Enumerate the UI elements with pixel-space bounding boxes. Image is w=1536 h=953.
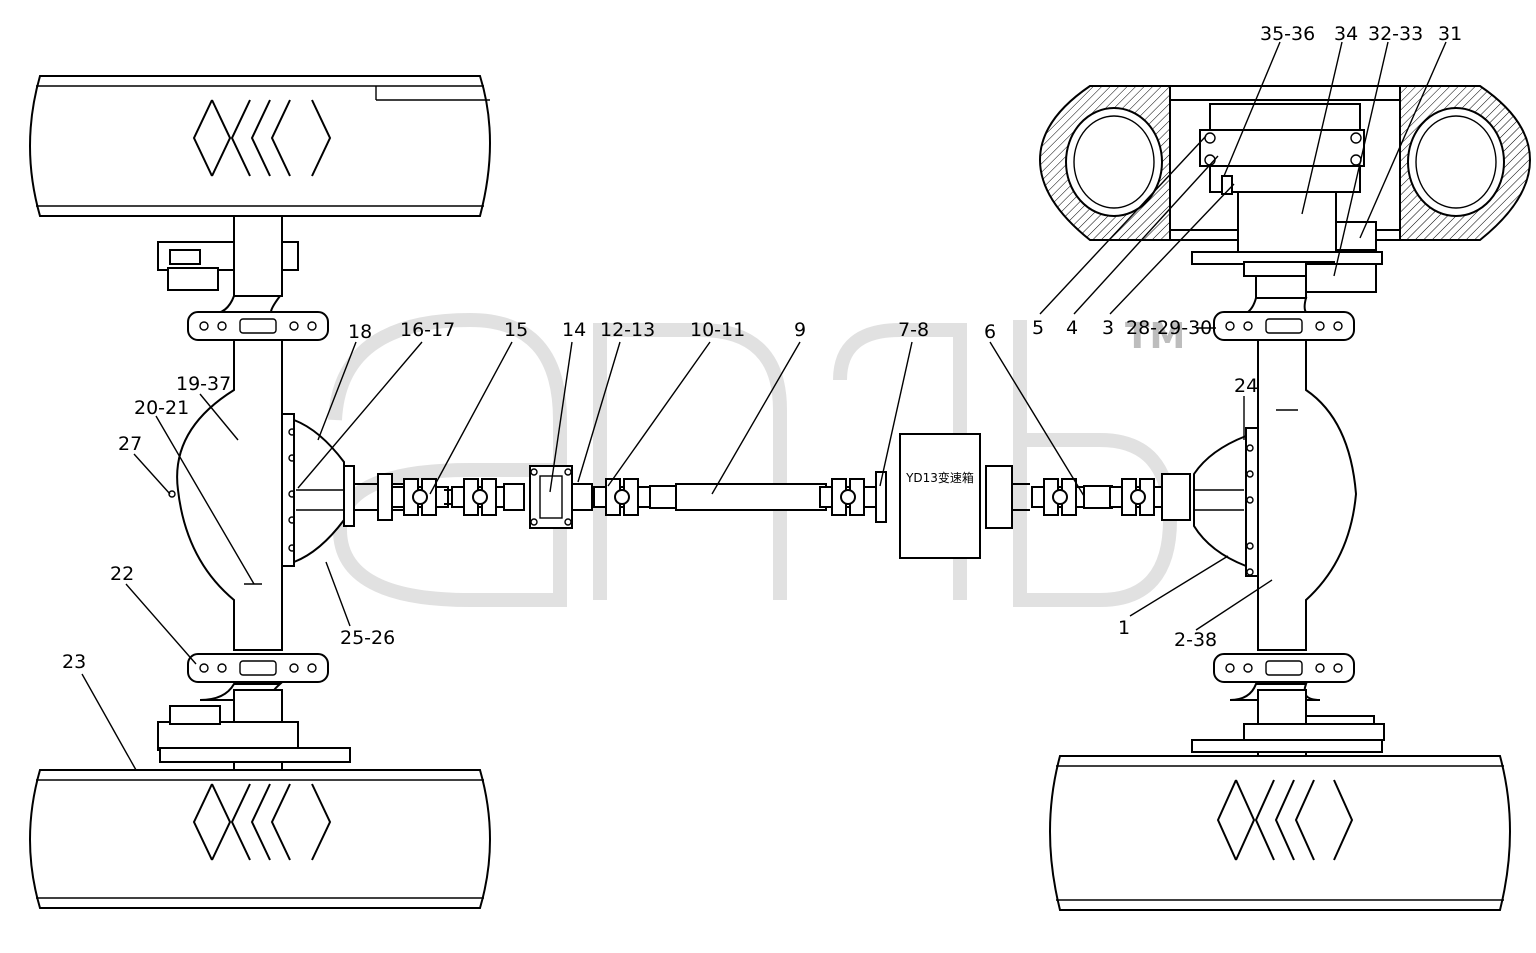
callout-4: 4 — [1066, 317, 1078, 339]
tire-bottom-left — [29, 769, 491, 909]
axle-housing-right — [1193, 297, 1358, 701]
callout-16-17: 16-17 — [400, 319, 455, 341]
watermark-mark: TM — [1125, 316, 1185, 357]
callout-15: 15 — [504, 319, 528, 341]
tire-top-left — [29, 75, 491, 217]
callout-34: 34 — [1334, 23, 1358, 45]
hub-top-left — [157, 215, 299, 297]
callout-35-36: 35-36 — [1260, 23, 1315, 45]
callout-23: 23 — [62, 651, 86, 673]
callout-10-11: 10-11 — [690, 319, 745, 341]
gearbox-label: YD13变速箱 — [905, 470, 974, 485]
callout-32-33: 32-33 — [1368, 23, 1423, 45]
callout-31: 31 — [1438, 23, 1462, 45]
callout-3: 3 — [1102, 317, 1114, 339]
callout-22: 22 — [110, 563, 134, 585]
watermark: TM — [328, 312, 1185, 607]
callout-6: 6 — [984, 321, 996, 343]
part-31-body — [1335, 221, 1377, 251]
callout-7-8: 7-8 — [898, 319, 929, 341]
callout-5: 5 — [1032, 317, 1044, 339]
driveshaft: YD13变速箱 — [354, 433, 1191, 559]
callout-2-38: 2-38 — [1174, 629, 1217, 651]
callout-24: 24 — [1234, 375, 1258, 397]
callout-27: 27 — [118, 433, 142, 455]
callout-labels: 35-36 34 32-33 31 5 4 3 28-29-30 18 16-1… — [62, 23, 1462, 673]
center-bearing-14 — [529, 465, 573, 529]
right-axle-assembly — [1038, 85, 1532, 911]
callout-14: 14 — [562, 319, 586, 341]
hub-bottom-left — [157, 689, 351, 771]
callout-18: 18 — [348, 321, 372, 343]
callout-19-37: 19-37 — [176, 373, 231, 395]
callout-9: 9 — [794, 319, 806, 341]
axle-housing-left — [168, 295, 355, 701]
gearbox — [899, 433, 981, 559]
leader-lines — [81, 41, 1447, 771]
callout-20-21: 20-21 — [134, 397, 189, 419]
callout-25-26: 25-26 — [340, 627, 395, 649]
callout-12-13: 12-13 — [600, 319, 655, 341]
hub-top-right — [1191, 251, 1383, 299]
callout-1: 1 — [1118, 617, 1130, 639]
part-34-body — [1237, 191, 1337, 253]
left-axle-assembly — [29, 75, 491, 909]
tire-bottom-right — [1049, 755, 1511, 911]
shaft-9 — [675, 483, 827, 511]
callout-28-29-30: 28-29-30 — [1126, 317, 1212, 339]
